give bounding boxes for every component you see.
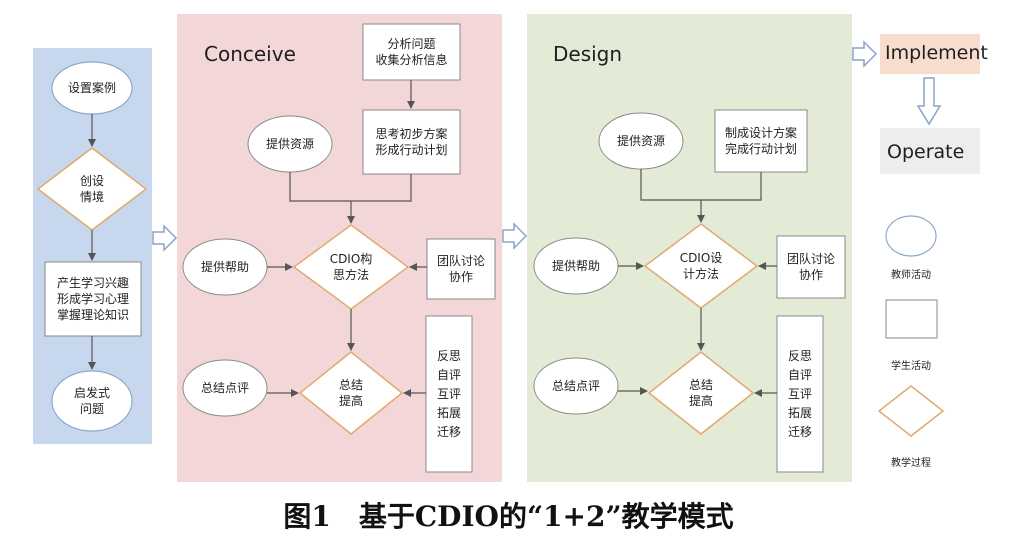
legend-student-label: 学生活动 — [891, 361, 931, 372]
conceive-team-label: 团队讨论 协作 — [436, 254, 485, 284]
design-reflect-label: 反思 自评 互评 拓展 迁移 — [787, 348, 812, 439]
design-summary-diamond — [647, 351, 755, 435]
operate-box — [880, 128, 980, 174]
conceive-link-think — [351, 174, 412, 202]
legend-student-rect — [885, 299, 938, 339]
design-resource-label: 提供资源 — [616, 134, 665, 148]
legend-process-diamond — [877, 385, 945, 437]
arrow-implement-to-operate — [916, 77, 942, 126]
arrow-conceive-to-design — [502, 222, 528, 250]
design-link-plan — [701, 172, 762, 201]
left-question-ellipse — [51, 370, 133, 432]
conceive-analyze-box — [362, 23, 461, 81]
conceive-reflect-box — [425, 315, 473, 473]
design-heading: Design — [553, 42, 623, 66]
design-link-resource — [640, 169, 701, 201]
arrow-design-to-implement — [852, 40, 878, 68]
design-plan-label: 制成设计方案 完成行动计划 — [724, 126, 797, 156]
left-situation-label: 创设 情境 — [79, 174, 104, 204]
conceive-think-box — [362, 109, 461, 175]
design-cdio-label: CDIO设 计方法 — [679, 251, 723, 281]
figure-caption: 图1 基于CDIO的“1+2”教学模式 — [283, 500, 734, 533]
design-team-box — [776, 235, 846, 299]
conceive-summary-label: 总结 提高 — [338, 378, 363, 408]
conceive-review-ellipse — [182, 359, 268, 417]
conceive-cdio-label: CDIO构 思方法 — [329, 252, 373, 282]
conceive-link-resource — [289, 172, 351, 202]
conceive-reflect-label: 反思 自评 互评 拓展 迁移 — [436, 348, 461, 439]
left-knowledge-box — [44, 261, 142, 337]
conceive-team-box — [426, 238, 496, 300]
design-review-label: 总结点评 — [551, 379, 600, 393]
left-case-label: 设置案例 — [67, 81, 116, 95]
design-review-ellipse — [533, 357, 619, 415]
legend-teacher-ellipse — [885, 215, 937, 257]
design-reflect-box — [776, 315, 824, 473]
conceive-resource-label: 提供资源 — [265, 137, 314, 151]
operate-heading: Operate — [887, 141, 965, 163]
design-help-label: 提供帮助 — [551, 259, 600, 273]
conceive-summary-diamond — [298, 351, 404, 435]
legend-process-label: 教学过程 — [891, 458, 931, 469]
design-summary-label: 总结 提高 — [688, 378, 713, 408]
legend-teacher-label: 教师活动 — [891, 270, 931, 281]
conceive-analyze-label: 分析问题 收集分析信息 — [375, 37, 448, 67]
implement-box — [880, 34, 980, 74]
conceive-help-label: 提供帮助 — [200, 260, 249, 274]
implement-heading: Implement — [885, 42, 988, 64]
design-team-label: 团队讨论 协作 — [786, 252, 835, 282]
left-knowledge-label: 产生学习兴趣 形成学习心理 掌握理论知识 — [56, 276, 129, 322]
conceive-review-label: 总结点评 — [200, 381, 249, 395]
conceive-heading: Conceive — [204, 42, 296, 66]
arrow-left-to-conceive — [152, 224, 178, 252]
left-question-label: 启发式 问题 — [73, 386, 110, 416]
conceive-think-label: 思考初步方案 形成行动计划 — [375, 127, 448, 157]
